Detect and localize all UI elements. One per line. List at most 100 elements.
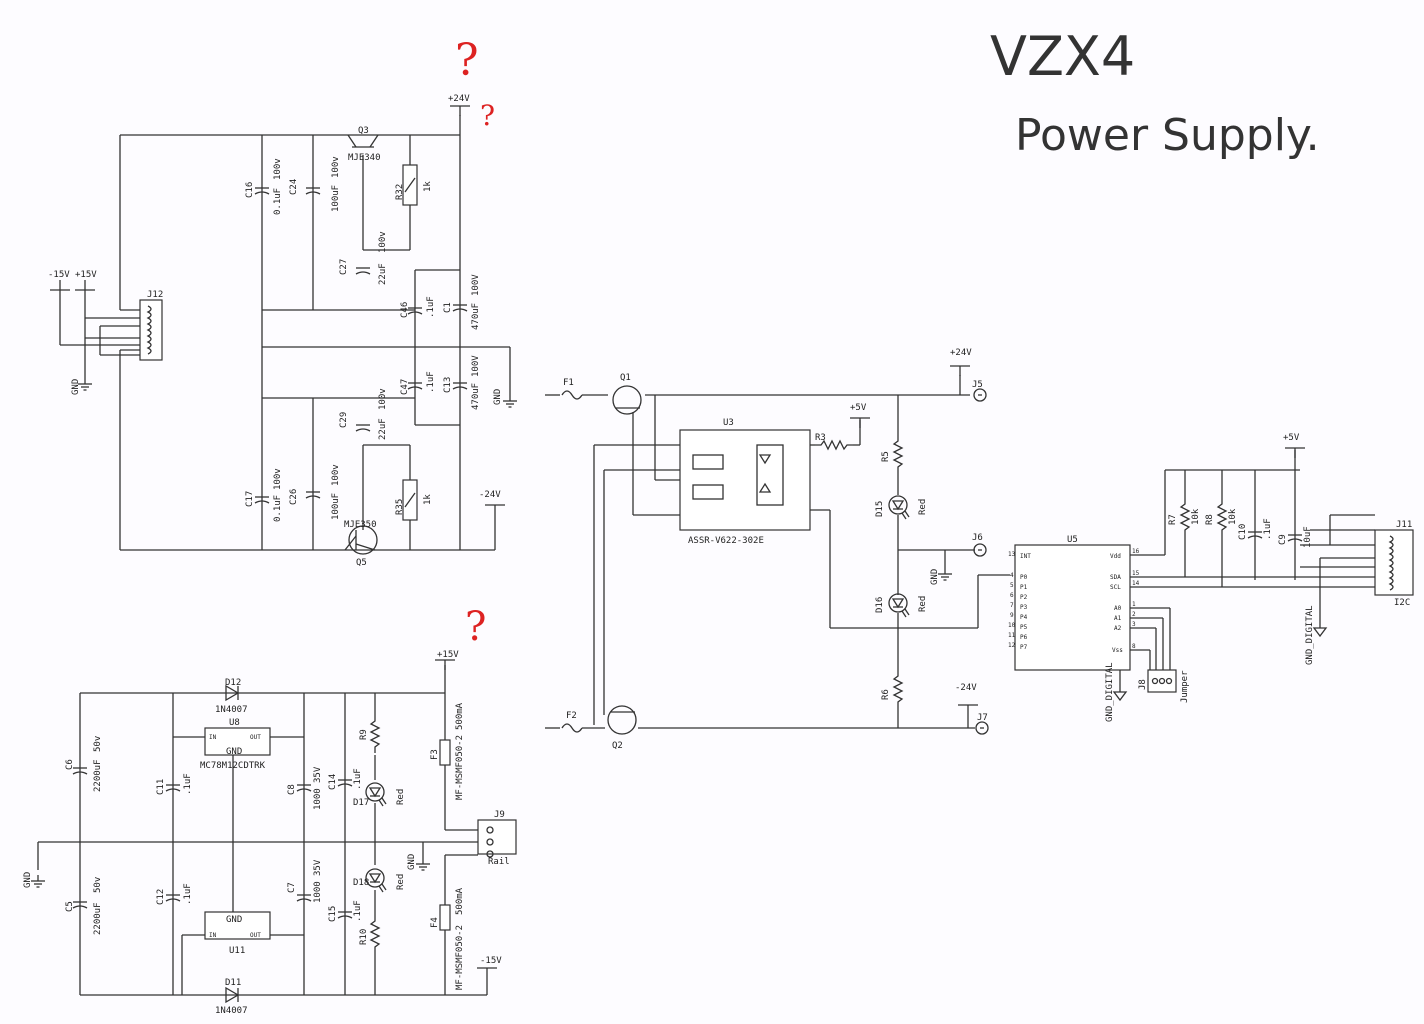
- title-line2: Power Supply.: [1015, 110, 1320, 161]
- part-ref: F3: [430, 749, 440, 760]
- part-value: .1uF: [426, 371, 436, 393]
- part-ref: C27: [339, 259, 349, 275]
- part-value: MJE340: [348, 153, 381, 163]
- part-ref: C24: [289, 179, 299, 195]
- part-value: 2200uF: [93, 902, 103, 935]
- part-volt: 100v: [378, 388, 388, 410]
- connector-label: Rail: [488, 857, 510, 867]
- top-section: [49, 105, 518, 555]
- part-ref: C14: [328, 774, 338, 790]
- connector-label: J11: [1396, 520, 1412, 530]
- reg-pin: OUT: [250, 932, 261, 939]
- part-ref: C47: [400, 379, 410, 395]
- part-ref: C17: [245, 491, 255, 507]
- part-volt: 100v: [331, 156, 341, 178]
- pin-num: 10: [1008, 622, 1016, 629]
- gnd-label: GND: [493, 389, 503, 405]
- rail-label: +5V: [850, 403, 867, 413]
- gnd-label: GND_DIGITAL: [1305, 605, 1315, 665]
- part-volt: 50v: [93, 736, 103, 752]
- part-value: 100uF: [331, 493, 341, 520]
- pin-name: Vss: [1112, 647, 1123, 654]
- terminal-label: J6: [972, 533, 983, 543]
- part-ref: C46: [400, 302, 410, 318]
- reg-pin: GND: [226, 747, 242, 757]
- part-ref: Q2: [612, 741, 623, 751]
- bottom-labels: +15V -15V GND GND D12 1N4007 D11 1N4007 …: [23, 650, 510, 1016]
- part-ref: R5: [881, 451, 891, 462]
- rail-label: +24V: [448, 94, 470, 104]
- part-ref: U5: [1067, 535, 1078, 545]
- part-ref: Q5: [356, 558, 367, 568]
- part-ref: R6: [881, 689, 891, 700]
- part-ref: F1: [563, 378, 574, 388]
- pin-num: 2: [1132, 611, 1136, 618]
- part-value: MF-MSMF050-2: [455, 735, 465, 800]
- pin-num: 7: [1010, 602, 1014, 609]
- rail-label: -15V: [480, 956, 502, 966]
- part-value: 10k: [1228, 508, 1238, 525]
- part-value: MC78M12CDTRK: [200, 761, 266, 771]
- pin-num: 4: [1010, 572, 1014, 579]
- right-section: [1014, 447, 1414, 702]
- part-ref: R8: [1205, 514, 1215, 525]
- part-value: 1000: [313, 788, 323, 810]
- right-labels: +5V GND_DIGITAL GND_DIGITAL U5 13 INT 4 …: [1008, 433, 1412, 722]
- part-ref: U11: [229, 946, 245, 956]
- rail-label: -24V: [479, 490, 501, 500]
- pin-name: SDA: [1110, 574, 1121, 581]
- pin-num: 3: [1132, 621, 1136, 628]
- part-value: 10uF: [1303, 526, 1313, 548]
- rail-label: +15V: [75, 270, 97, 280]
- part-ref: C5: [65, 901, 75, 912]
- part-value: 22uF: [378, 263, 388, 285]
- part-ref: R9: [359, 729, 369, 740]
- part-ref: D18: [353, 878, 369, 888]
- led-color: Red: [396, 874, 406, 890]
- part-value: Jumper: [1180, 670, 1190, 703]
- title-line1: VZX4: [990, 25, 1135, 88]
- part-ref: C29: [339, 412, 349, 428]
- pin-name: P2: [1020, 594, 1028, 601]
- part-ref: C9: [1278, 534, 1288, 545]
- led-color: Red: [918, 596, 928, 612]
- middle-labels: +24V +5V -24V GND F1 F2 Q1 Q2 U3 ASSR-V6…: [563, 348, 988, 751]
- note-q1: ?: [455, 35, 479, 86]
- pin-name: A1: [1114, 615, 1122, 622]
- part-ref: U3: [723, 418, 734, 428]
- part-value: 470uF: [471, 303, 481, 330]
- pin-name: P6: [1020, 634, 1028, 641]
- part-volt: 100v: [273, 158, 283, 180]
- part-value: 22uF: [378, 418, 388, 440]
- part-ref: F2: [566, 711, 577, 721]
- part-ref: C16: [245, 182, 255, 198]
- rail-label: -24V: [955, 683, 977, 693]
- connector-label: I2C: [1394, 598, 1410, 608]
- part-ref: C15: [328, 906, 338, 922]
- pin-num: 12: [1008, 642, 1016, 649]
- pin-name: Vdd: [1110, 553, 1121, 560]
- middle-section: [545, 365, 1010, 735]
- part-value: MF-MSMF050-2: [455, 925, 465, 990]
- part-value: 100uF: [331, 185, 341, 212]
- part-ref: U8: [229, 718, 240, 728]
- part-value: 1N4007: [215, 705, 248, 715]
- pin-name: P4: [1020, 614, 1028, 621]
- part-ref: Q1: [620, 373, 631, 383]
- part-volt: 100v: [331, 464, 341, 486]
- part-ref: D11: [225, 978, 241, 988]
- part-ref: D15: [875, 501, 885, 517]
- part-value: .1uF: [353, 900, 363, 922]
- pin-num: 5: [1010, 582, 1014, 589]
- pin-name: P0: [1020, 574, 1028, 581]
- part-value: 0.1uF: [273, 188, 283, 215]
- part-ref: D12: [225, 678, 241, 688]
- part-ref: C1: [443, 302, 453, 313]
- terminal-label: J7: [977, 713, 988, 723]
- part-value: 470uF: [471, 383, 481, 410]
- part-value: MJE350: [344, 520, 377, 530]
- connector-label: J12: [147, 290, 163, 300]
- part-ref: R35: [395, 499, 405, 515]
- connector-label: J9: [494, 810, 505, 820]
